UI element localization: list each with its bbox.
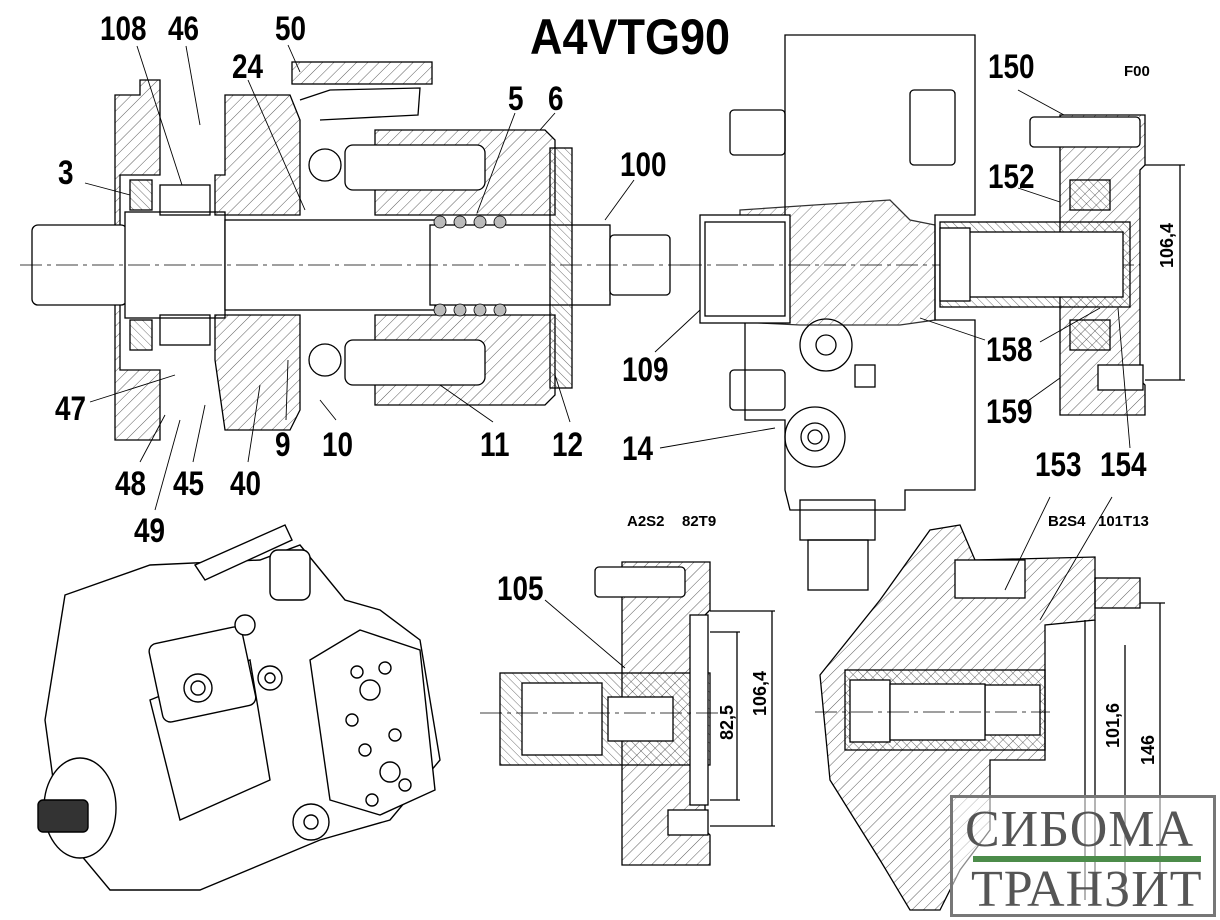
callout-14: 14 <box>622 430 654 468</box>
callout-12: 12 <box>552 426 584 464</box>
variant-label-f00: F00 <box>1124 63 1150 80</box>
main-section-view <box>20 61 690 441</box>
dimension-82-5: 82,5 <box>717 704 737 740</box>
callout-109: 109 <box>622 351 669 389</box>
callout-9: 9 <box>275 426 291 464</box>
adapter-b2s4-view <box>815 524 1165 911</box>
spline-label-101t13: 101T13 <box>1098 513 1149 530</box>
watermark-line1: СИБОМА <box>965 801 1195 858</box>
dimension-106-4-a2s2: 106,4 <box>750 670 770 716</box>
callout-48: 48 <box>115 465 147 503</box>
watermark-logo: СИБОМА ТРАНЗИТ <box>950 795 1216 918</box>
callout-150: 150 <box>988 48 1035 86</box>
callout-24: 24 <box>232 48 264 86</box>
callout-47: 47 <box>55 390 87 428</box>
isometric-pump-view <box>37 524 441 891</box>
callout-105: 105 <box>497 570 544 608</box>
callout-158: 158 <box>986 331 1033 369</box>
callout-49: 49 <box>134 512 166 550</box>
callout-3: 3 <box>58 154 74 192</box>
callout-11: 11 <box>480 426 510 464</box>
callout-6: 6 <box>548 80 564 118</box>
callout-159: 159 <box>986 393 1033 431</box>
dimension-146: 146 <box>1138 734 1158 765</box>
variant-label-a2s2: A2S2 <box>627 513 665 530</box>
callout-152: 152 <box>988 158 1035 196</box>
callout-108: 108 <box>100 10 147 48</box>
leader-lines <box>84 44 1131 669</box>
drawing-title: A4VTG90 <box>530 9 731 65</box>
watermark-line2: ТРАНЗИТ <box>971 861 1203 918</box>
f00-cover <box>939 114 1185 416</box>
callout-46: 46 <box>168 10 200 48</box>
callout-40: 40 <box>230 465 262 503</box>
variant-label-b2s4: B2S4 <box>1048 513 1086 530</box>
dimension-106-4-rear: 106,4 <box>1157 222 1177 268</box>
callout-100: 100 <box>620 146 667 184</box>
rear-housing-view <box>680 34 1140 591</box>
spline-label-82t9: 82T9 <box>682 513 717 530</box>
dimension-101-6: 101,6 <box>1103 702 1123 748</box>
watermark-accent-bar <box>973 856 1201 862</box>
callout-5: 5 <box>508 80 524 118</box>
callout-45: 45 <box>173 465 205 503</box>
callout-50: 50 <box>275 10 307 48</box>
callout-154: 154 <box>1100 446 1147 484</box>
callout-10: 10 <box>322 426 354 464</box>
callout-153: 153 <box>1035 446 1082 484</box>
adapter-a2s2-view <box>480 561 775 866</box>
